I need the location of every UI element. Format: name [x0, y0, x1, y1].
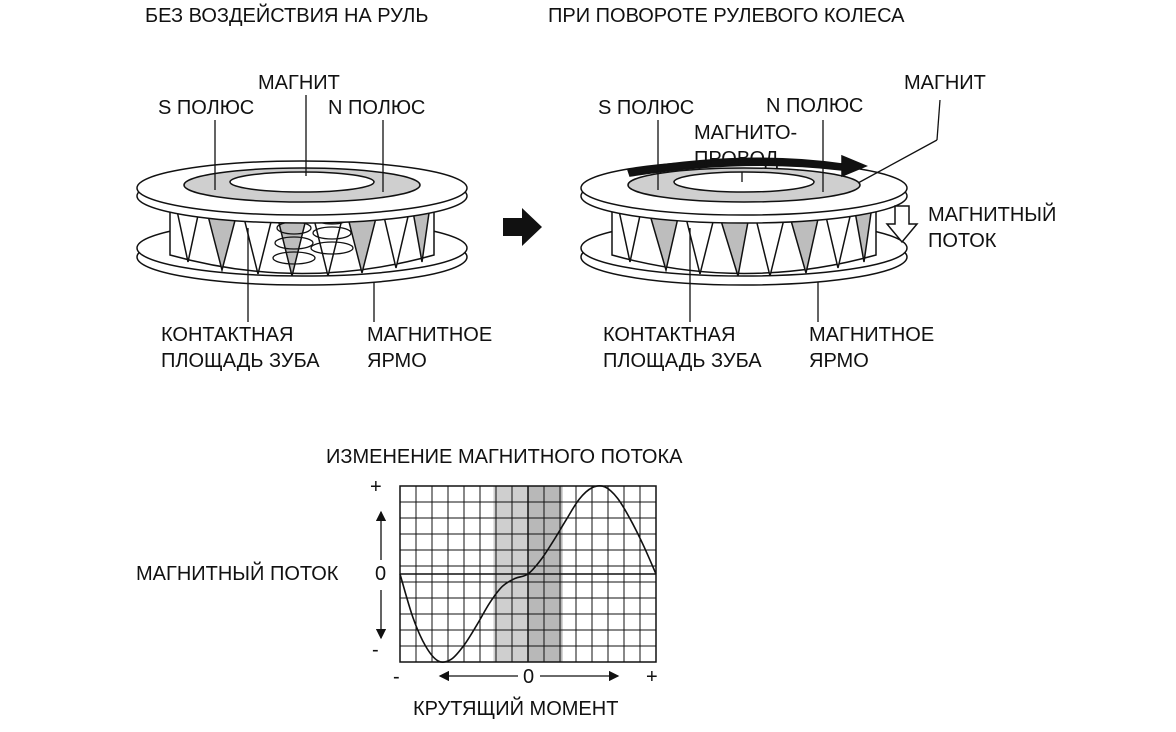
flux-chart: [375, 485, 657, 682]
left-sensor-illustration: [136, 160, 468, 286]
y-tick-minus: -: [372, 639, 379, 661]
left-s-pole-label: S ПОЛЮС: [158, 97, 255, 119]
flux-curve: [399, 485, 657, 664]
right-leader-lines: [657, 99, 941, 322]
right-magnet-label: МАГНИТ: [904, 72, 986, 94]
left-tooth-contact-label: КОНТАКТНАЯ ПЛОЩАДЬ ЗУБА: [161, 324, 320, 372]
left-magnet-label: МАГНИТ: [258, 72, 340, 94]
right-panel-title: ПРИ ПОВОРОТЕ РУЛЕВОГО КОЛЕСА: [548, 5, 905, 27]
x-tick-plus: +: [646, 666, 658, 688]
y-tick-zero: 0: [375, 563, 387, 585]
left-yoke-label: МАГНИТНОЕ ЯРМО: [367, 324, 493, 372]
chart-x-label: КРУТЯЩИЙ МОМЕНТ: [413, 698, 619, 720]
right-conductor-label: МАГНИТО- ПРОВОД: [694, 122, 798, 170]
y-tick-plus: +: [370, 476, 382, 498]
right-yoke-label: МАГНИТНОЕ ЯРМО: [809, 324, 935, 372]
flux-arrow: [885, 205, 919, 244]
right-tooth-contact-label: КОНТАКТНАЯ ПЛОЩАДЬ ЗУБА: [603, 324, 762, 372]
x-tick-zero: 0: [523, 666, 535, 688]
right-flux-label: МАГНИТНЫЙ ПОТОК: [928, 204, 1057, 252]
chart-title: ИЗМЕНЕНИЕ МАГНИТНОГО ПОТОКА: [326, 446, 683, 468]
right-n-pole-label: N ПОЛЮС: [766, 95, 864, 117]
x-tick-minus: -: [393, 666, 400, 688]
right-s-pole-label: S ПОЛЮС: [598, 97, 695, 119]
left-panel-title: БЕЗ ВОЗДЕЙСТВИЯ НА РУЛЬ: [145, 5, 429, 27]
left-leader-lines: [214, 95, 384, 322]
right-sensor-illustration: [580, 154, 908, 286]
chart-y-label: МАГНИТНЫЙ ПОТОК: [136, 563, 339, 585]
left-n-pole-label: N ПОЛЮС: [328, 97, 426, 119]
transition-arrow: [503, 208, 542, 246]
